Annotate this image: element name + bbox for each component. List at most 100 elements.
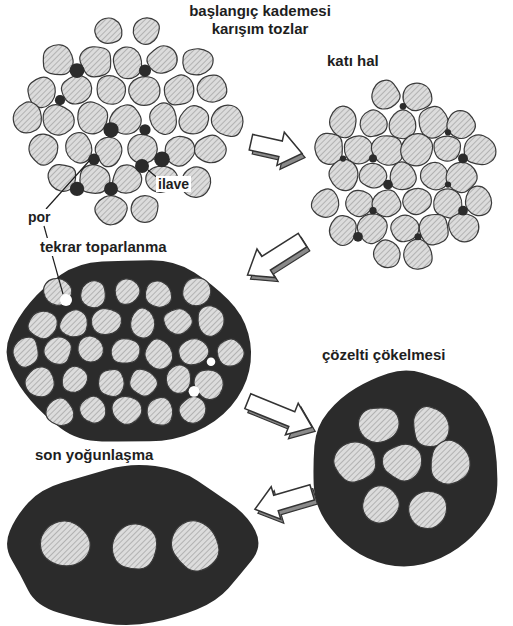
powder-grain — [129, 77, 160, 106]
additive-particle — [139, 65, 151, 77]
arrow-body — [249, 132, 302, 165]
powder-grain — [44, 279, 72, 306]
powder-grain — [374, 240, 401, 268]
powder-grain — [80, 47, 111, 77]
powder-grain — [315, 133, 342, 164]
powder-grain — [112, 524, 156, 569]
powder-grain — [95, 196, 127, 225]
block-arrow — [255, 485, 318, 524]
arrow-body — [255, 485, 315, 520]
powder-grain — [404, 239, 432, 269]
powder-grain — [13, 102, 41, 133]
powder-grain — [44, 337, 72, 365]
additive-particle — [70, 182, 84, 196]
stage-region: başlangıç kademesi karışım tozlar — [8, 8, 248, 222]
powder-grain — [464, 135, 496, 165]
arrow-body — [248, 233, 307, 277]
powder-grain — [62, 366, 88, 392]
powder-cluster — [7, 465, 258, 625]
powder-grain — [382, 444, 421, 481]
powder-grain — [80, 396, 106, 423]
additive-particle — [103, 122, 118, 137]
powder-grain — [183, 49, 213, 75]
powder-grain — [145, 339, 173, 369]
powder-grain — [403, 83, 432, 111]
powder-grain — [409, 491, 447, 528]
powder-grain — [78, 336, 104, 362]
additive-particle — [445, 181, 451, 187]
powder-grain — [61, 75, 91, 104]
additive-particle — [135, 159, 149, 173]
additive-particle — [340, 155, 346, 161]
additive-particle — [383, 180, 393, 190]
liquid-phase — [7, 260, 251, 441]
stage-region: katı hal — [305, 80, 502, 272]
additive-particle — [104, 182, 118, 196]
powder-grain — [81, 281, 106, 308]
powder-grain — [211, 105, 243, 136]
powder-grain — [98, 369, 124, 396]
powder-grain — [147, 46, 177, 74]
callout-label: ilave — [156, 176, 191, 192]
powder-grain — [329, 159, 358, 190]
additive-particle — [414, 233, 421, 240]
liquid-phase — [7, 465, 258, 625]
powder-cluster — [311, 80, 495, 269]
powder-grain — [60, 310, 88, 337]
block-arrow — [245, 394, 315, 439]
block-arrow — [248, 233, 310, 281]
pore — [60, 294, 72, 306]
leader-line — [44, 226, 63, 294]
powder-grain — [179, 339, 209, 365]
additive-particle — [139, 124, 150, 135]
powder-cluster — [7, 260, 251, 441]
powder-grain — [360, 110, 387, 137]
additive-particle — [458, 154, 468, 164]
powder-grain — [147, 397, 173, 425]
powder-grain — [164, 75, 194, 105]
powder-grain — [150, 103, 177, 135]
powder-grain — [363, 486, 400, 523]
powder-grain — [372, 190, 401, 217]
powder-grain — [91, 308, 121, 334]
powder-grain — [43, 105, 74, 135]
powder-grain — [198, 306, 224, 337]
additive-particle — [400, 103, 407, 110]
stage-label: çözelti çökelmesi — [320, 346, 447, 364]
powder-grain — [329, 216, 356, 246]
powder-grain — [28, 311, 57, 339]
stage-label: son yoğunlaşma — [33, 446, 155, 464]
powder-grain — [130, 369, 158, 396]
powder-grain — [179, 396, 206, 423]
powder-grain — [419, 106, 449, 138]
powder-grain — [13, 337, 38, 367]
powder-grain — [165, 136, 195, 166]
additive-particle — [369, 155, 377, 163]
powder-grain — [217, 339, 244, 366]
powder-cluster — [313, 371, 497, 567]
powder-grain — [95, 18, 122, 43]
pore — [207, 357, 216, 366]
powder-grain — [145, 281, 171, 307]
additive-particle — [445, 129, 451, 135]
powder-grain — [334, 442, 376, 482]
powder-grain — [97, 76, 125, 105]
powder-grain — [179, 106, 209, 134]
powder-grain — [194, 370, 223, 400]
powder-grain — [133, 18, 159, 45]
liquid-phase — [313, 371, 497, 567]
stage-region: son yoğunlaşma — [8, 470, 252, 622]
callout-label: por — [26, 209, 53, 225]
powder-grain — [197, 75, 227, 102]
powder-grain — [111, 339, 140, 363]
powder-grain — [131, 196, 158, 223]
powder-grain — [113, 47, 141, 79]
powder-grain — [43, 45, 73, 75]
leader-line — [46, 160, 90, 209]
powder-grain — [465, 186, 491, 215]
powder-grain — [358, 408, 399, 443]
powder-grain — [330, 106, 356, 138]
powder-grain — [131, 308, 155, 338]
